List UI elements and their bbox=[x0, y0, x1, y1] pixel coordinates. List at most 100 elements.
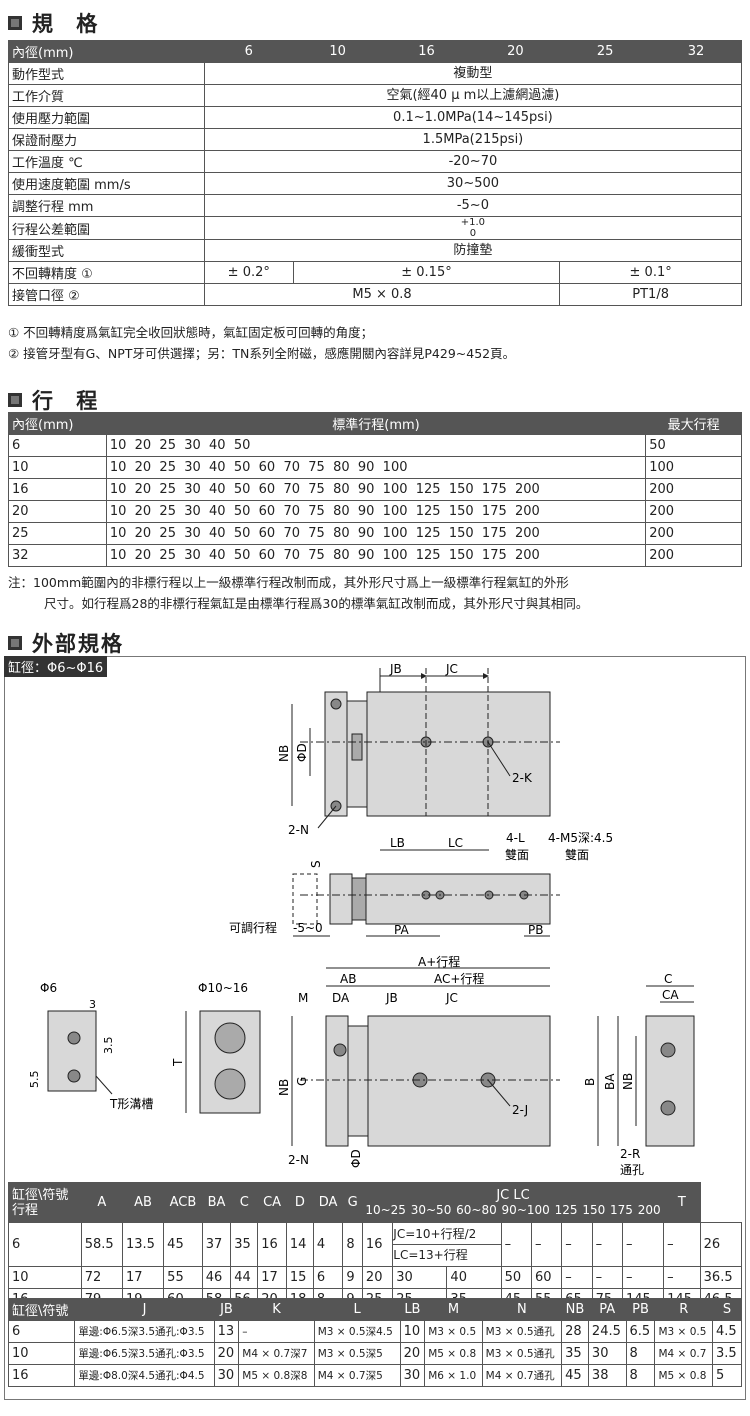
label-2r: 2-R bbox=[620, 1147, 640, 1161]
dim2-cell: 30 bbox=[399, 1364, 426, 1387]
dim2-header-cell: LB bbox=[399, 1298, 426, 1321]
label-b: B bbox=[583, 1078, 597, 1086]
dim1-value: 16 bbox=[361, 1222, 394, 1267]
label-phi1016: Φ10~16 bbox=[198, 981, 248, 995]
dim2-cell: 單邊:Φ8.0深4.5通孔:Φ4.5 bbox=[74, 1364, 215, 1387]
label-both2: 雙面 bbox=[565, 848, 589, 862]
dim1-stroke-col: 150 bbox=[582, 1203, 606, 1217]
dim-table-1: 缸徑\符號行程 A AB ACB BA C CA D DA G JC LC 10… bbox=[8, 1182, 743, 1311]
dim2-header-cell: J bbox=[74, 1298, 215, 1321]
stroke-values: 10 20 25 30 40 50 60 70 75 80 90 100 bbox=[105, 456, 647, 479]
stroke-bore: 32 bbox=[8, 544, 107, 567]
leader-line bbox=[487, 1079, 511, 1107]
stroke-values: 10 20 25 30 40 50 60 70 75 80 90 100 125… bbox=[105, 478, 647, 501]
stroke-values: 10 20 25 30 40 50 60 70 75 80 90 100 125… bbox=[105, 522, 647, 545]
rod-block-front bbox=[347, 1025, 369, 1137]
dim2-cell: 8 bbox=[625, 1342, 656, 1365]
dim2-cell: 28 bbox=[561, 1320, 589, 1343]
square-bullet-icon bbox=[8, 16, 22, 30]
spec-value: 空氣(經40 μ m以上濾網過濾) bbox=[203, 84, 743, 107]
spec-header-cell: 10 bbox=[292, 40, 383, 63]
dim1-stroke-value: 30 bbox=[392, 1266, 448, 1289]
dim1-value: 58.5 bbox=[80, 1222, 123, 1267]
dim2-cell: 單邊:Φ6.5深3.5通孔:Φ3.5 bbox=[74, 1320, 215, 1343]
section-title-external: 外部規格 bbox=[32, 632, 124, 656]
top-view-drawing bbox=[291, 668, 560, 829]
dim1-stroke-header: 10~25 30~50 60~80 90~100 125 150 175 200 bbox=[363, 1203, 663, 1217]
adjust-range-ghost bbox=[292, 873, 318, 925]
dim1-stroke-value: – bbox=[622, 1266, 665, 1289]
section-spec: 規 格 bbox=[8, 8, 105, 38]
spec-note-1: ① 不回轉精度爲氣缸完全收回狀態時，氣缸固定板可回轉的角度； bbox=[8, 325, 374, 340]
dim1-stroke-value: – bbox=[591, 1266, 624, 1289]
spec-label: 保證耐壓力 bbox=[8, 128, 205, 151]
dim2-cell: 30 bbox=[587, 1342, 627, 1365]
phi6-hole bbox=[67, 1069, 81, 1083]
label-phid-front: ΦD bbox=[349, 1149, 363, 1168]
dim1-stroke-value: – bbox=[530, 1222, 563, 1267]
leader-line bbox=[487, 741, 511, 777]
end-view-drawing bbox=[597, 985, 695, 1147]
spec-value: 1.5MPa(215psi) bbox=[203, 128, 743, 151]
phi1016-bore bbox=[214, 1068, 246, 1100]
label-tslot: T形溝槽 bbox=[109, 1097, 153, 1111]
dim1-value: 46 bbox=[201, 1266, 232, 1289]
dim1-value: 17 bbox=[121, 1266, 165, 1289]
stroke-note-2: 尺寸。如行程爲28的非標行程氣缸是由標準行程爲30的標準氣缸改制而成，其外形尺寸… bbox=[44, 596, 589, 611]
spec-value: +1.0 0 bbox=[203, 216, 743, 240]
dim1-bore: 10 bbox=[8, 1266, 82, 1289]
end-view-body bbox=[645, 1015, 695, 1147]
label-a-stroke: A+行程 bbox=[418, 954, 460, 969]
spec-row: 緩衝型式防撞墊 bbox=[8, 239, 743, 262]
dim1-stroke-value: – bbox=[591, 1222, 624, 1267]
label-adjust-range: -5~0 bbox=[293, 921, 323, 935]
label-nb-end: NB bbox=[621, 1073, 635, 1090]
label-2k: 2-K bbox=[512, 771, 533, 785]
dim1-value: 13.5 bbox=[121, 1222, 165, 1267]
spec-value: -20~70 bbox=[203, 150, 743, 173]
stroke-max: 50 bbox=[645, 434, 742, 457]
dim2-header-cell: M bbox=[424, 1298, 483, 1321]
stroke-header-cell: 標準行程(mm) bbox=[105, 412, 647, 435]
label-4l: 4-L bbox=[506, 831, 525, 845]
front-hole bbox=[333, 1043, 347, 1057]
stroke-values: 10 20 25 30 40 50 bbox=[105, 434, 647, 457]
spec-label: 使用速度範圍 mm/s bbox=[8, 172, 205, 195]
label-nb-front: NB bbox=[277, 1079, 291, 1096]
drawing-frame bbox=[4, 656, 746, 1400]
stroke-header-row: 內徑(mm) 標準行程(mm) 最大行程 bbox=[8, 412, 742, 435]
stroke-bore: 10 bbox=[8, 456, 107, 479]
dim1-header-jclc: JC LC 10~25 30~50 60~80 90~100 125 150 1… bbox=[361, 1182, 665, 1223]
stroke-bore: 16 bbox=[8, 478, 107, 501]
label-s: S bbox=[309, 860, 323, 868]
dim1-stroke-col: 90~100 bbox=[501, 1203, 550, 1217]
label-2n: 2-N bbox=[288, 823, 309, 837]
stroke-values: 10 20 25 30 40 50 60 70 75 80 90 100 125… bbox=[105, 500, 647, 523]
section-external: 外部規格 bbox=[8, 628, 124, 658]
dim1-jclc-label: JC LC bbox=[496, 1188, 530, 1203]
stroke-values: 10 20 25 30 40 50 60 70 75 80 90 100 125… bbox=[105, 544, 647, 567]
dim2-header-cell: 缸徑\符號 bbox=[7, 1298, 76, 1321]
dim1-value: 8 bbox=[342, 1222, 363, 1267]
spec-row: 調整行程 mm-5~0 bbox=[8, 194, 743, 217]
label-jb: JB bbox=[389, 662, 402, 676]
spec-label: 動作型式 bbox=[8, 62, 205, 85]
spec-row: 動作型式複動型 bbox=[8, 62, 743, 85]
spec-value: ± 0.2° bbox=[203, 261, 294, 284]
dim1-value: 9 bbox=[342, 1266, 363, 1289]
dim1-value: 45 bbox=[163, 1222, 203, 1267]
mount-hole bbox=[330, 698, 342, 710]
spec-label: 不回轉精度 ① bbox=[8, 261, 205, 284]
dim2-cell: M4 × 0.7通孔 bbox=[481, 1364, 563, 1387]
phi6-section bbox=[47, 1010, 97, 1092]
side-view-drawing bbox=[292, 849, 560, 937]
